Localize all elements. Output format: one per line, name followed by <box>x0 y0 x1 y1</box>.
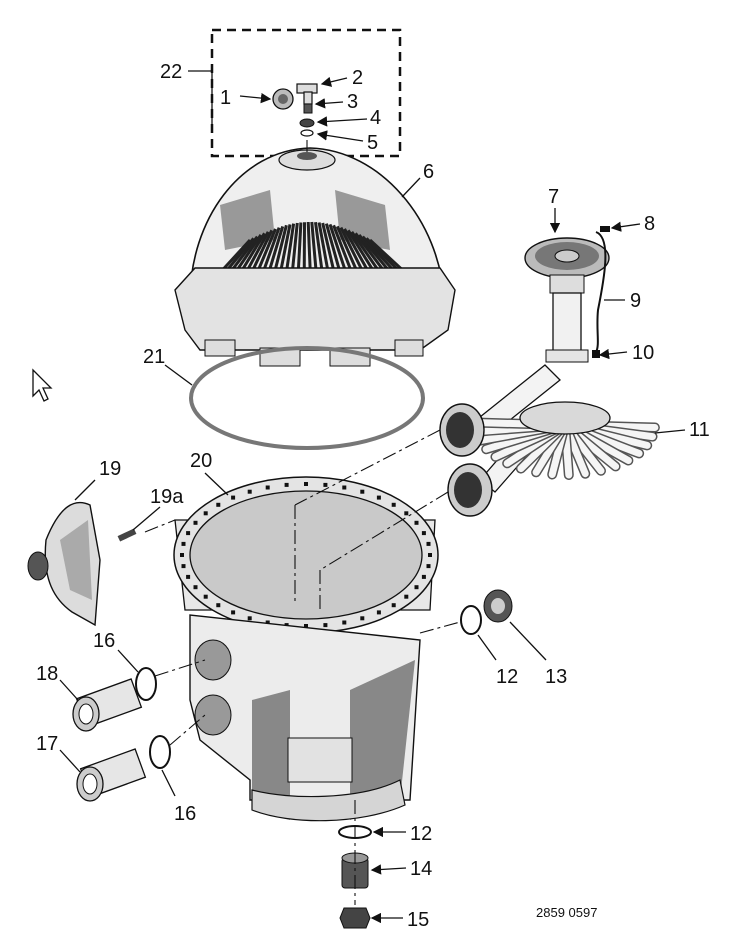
label-21: 21 <box>143 346 165 368</box>
air-relief-fitting <box>460 589 513 635</box>
label-3: 3 <box>347 91 358 113</box>
label-2: 2 <box>352 67 363 89</box>
filter-tank <box>173 476 439 822</box>
union-fittings <box>72 667 171 802</box>
dome-o-ring <box>189 346 425 450</box>
label-14: 14 <box>410 858 432 880</box>
lateral-assembly <box>439 226 660 517</box>
label-6: 6 <box>423 161 434 183</box>
label-16b: 16 <box>174 803 196 825</box>
label-9: 9 <box>630 290 641 312</box>
part-labels: 1 2 3 4 5 6 7 8 9 10 11 12 12 13 14 15 1… <box>36 61 710 931</box>
label-10: 10 <box>632 342 654 364</box>
label-1: 1 <box>220 87 231 109</box>
filter-dome <box>174 147 456 367</box>
label-22: 22 <box>160 61 182 83</box>
label-4: 4 <box>370 107 381 129</box>
leader-lines <box>59 70 686 924</box>
label-20: 20 <box>190 450 212 472</box>
label-7: 7 <box>548 186 559 208</box>
label-17: 17 <box>36 733 58 755</box>
label-19a: 19a <box>150 486 184 508</box>
label-11: 11 <box>689 419 710 441</box>
pressure-gauge-bracket <box>27 501 137 627</box>
label-16a: 16 <box>93 630 115 652</box>
label-8: 8 <box>644 213 655 235</box>
label-19: 19 <box>99 458 121 480</box>
label-5: 5 <box>367 132 378 154</box>
label-12b: 12 <box>410 823 432 845</box>
label-12a: 12 <box>496 666 518 688</box>
cursor-arrow-icon <box>32 368 53 402</box>
label-15: 15 <box>407 909 429 931</box>
figure-code: 2859 0597 <box>536 905 597 920</box>
label-18: 18 <box>36 663 58 685</box>
assembly-center-lines <box>144 140 461 905</box>
label-13: 13 <box>545 666 567 688</box>
valve-parts <box>272 83 318 137</box>
